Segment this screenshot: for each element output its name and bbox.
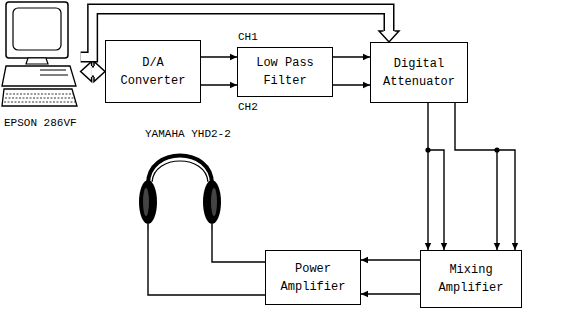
channel-label: CH1 xyxy=(237,31,259,44)
arrow-head xyxy=(512,243,518,250)
filter-box: Low Pass Filter xyxy=(237,47,333,97)
signal-line xyxy=(361,257,420,263)
bus-fill xyxy=(92,68,94,76)
box-label: D/A Converter xyxy=(113,54,193,90)
hollow-bus-arrow xyxy=(81,62,105,82)
signal-line xyxy=(333,82,370,88)
box-label: Low Pass Filter xyxy=(245,54,325,90)
headphones-node: YAMAHA YHD2-2 xyxy=(130,128,245,230)
signal-line xyxy=(201,54,237,60)
arrow-head xyxy=(230,54,237,60)
hollow-arrow-head xyxy=(379,31,399,42)
signal-wire xyxy=(428,150,444,250)
arrow-head xyxy=(230,82,237,88)
device-label: EPSON 286VF xyxy=(3,117,78,130)
junction-dot xyxy=(425,147,430,152)
signal-line xyxy=(361,291,420,297)
bus-outline xyxy=(92,66,94,77)
arrow-head xyxy=(441,243,447,250)
box-label: Power Amplifier xyxy=(273,260,353,296)
arrow-head xyxy=(361,257,368,263)
signal-line xyxy=(455,103,518,250)
hollow-arrow-head xyxy=(81,62,92,82)
signal-line xyxy=(333,54,370,60)
signal-line xyxy=(425,103,447,250)
computer-illustration xyxy=(0,0,80,110)
signal-wire xyxy=(361,293,420,294)
box-label: Digital Attenuator xyxy=(379,55,459,91)
signal-wire xyxy=(148,230,265,295)
arrow-head xyxy=(363,82,370,88)
arrow-head xyxy=(361,291,368,297)
channel-label: CH2 xyxy=(237,101,259,114)
arrow-head xyxy=(425,243,431,250)
junction-dot xyxy=(494,147,499,152)
signal-wire xyxy=(212,230,265,262)
mixing-amplifier-box: Mixing Amplifier xyxy=(420,250,522,308)
signal-wire xyxy=(361,259,420,260)
signal-line xyxy=(201,82,237,88)
signal-wire xyxy=(497,150,515,250)
signal-wire xyxy=(427,103,428,250)
device-label: YAMAHA YHD2-2 xyxy=(144,128,232,141)
box-label: Mixing Amplifier xyxy=(431,261,511,297)
signal-line xyxy=(212,230,265,262)
computer-node: EPSON 286VF xyxy=(0,0,81,135)
hollow-arrow-head xyxy=(94,62,105,82)
attenuator-box: Digital Attenuator xyxy=(370,42,468,103)
signal-wire xyxy=(455,103,497,250)
arrow-head xyxy=(363,54,370,60)
power-amplifier-box: Power Amplifier xyxy=(265,250,361,305)
signal-line xyxy=(148,230,265,295)
converter-box: D/A Converter xyxy=(105,40,201,103)
arrow-head xyxy=(494,243,500,250)
headphones-illustration xyxy=(130,128,230,230)
